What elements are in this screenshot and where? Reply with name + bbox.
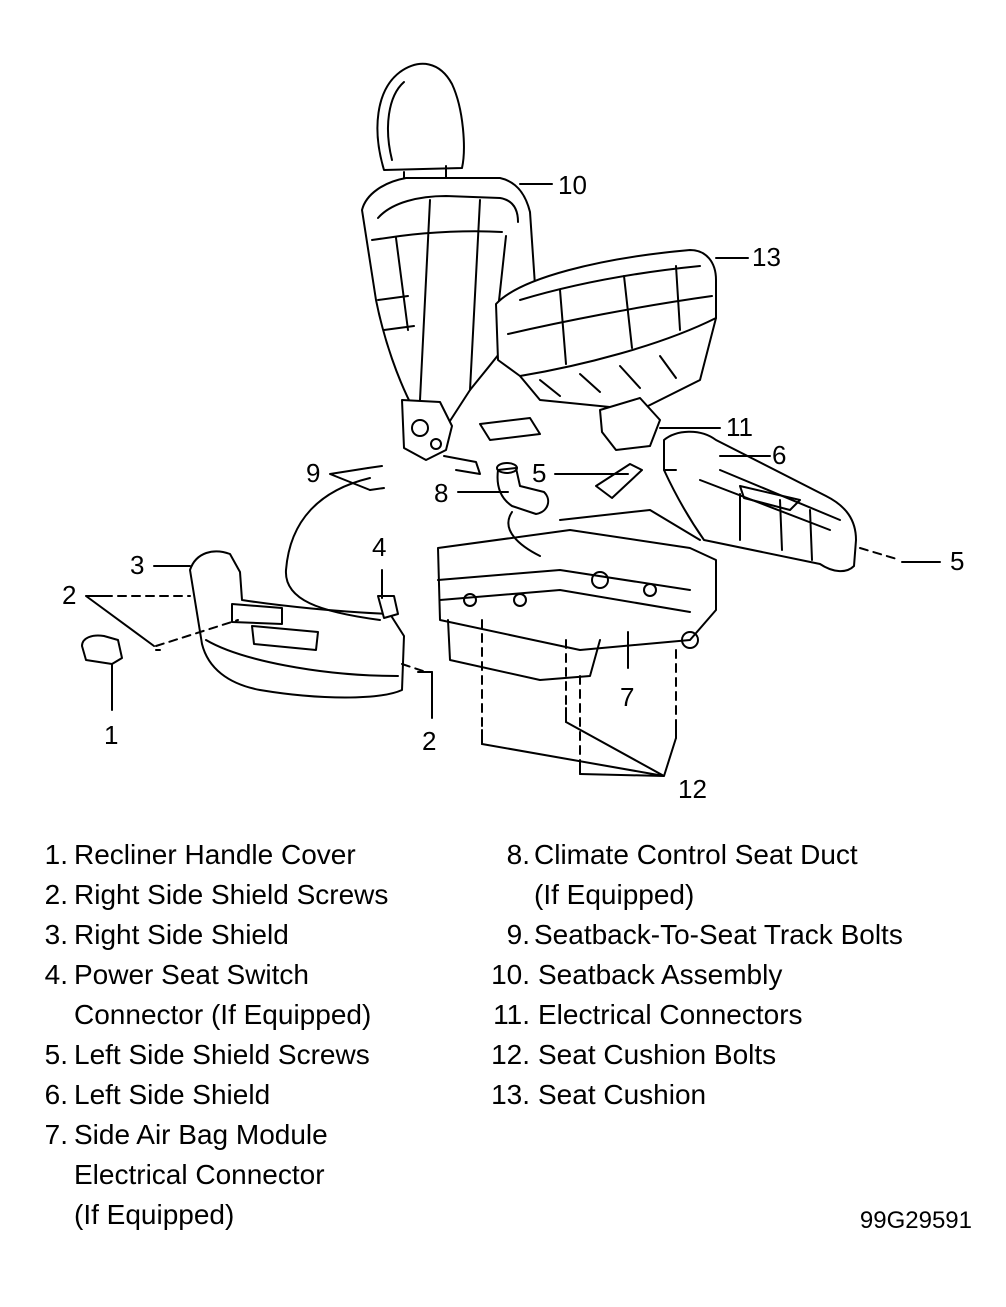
legend-text: Left Side Shield: [74, 1079, 271, 1110]
power-seat-switch-connector: [377, 595, 399, 619]
right-side-shield: [189, 550, 405, 699]
legend-text: Left Side Shield Screws: [74, 1039, 370, 1070]
seat-track-frame: [437, 463, 717, 681]
legend-number: 5.: [44, 1039, 68, 1070]
seat-exploded-diagram: 10 13 11 6 5 8 9 3 4 2 5 7 1 2 12: [62, 63, 964, 804]
callout-4: 4: [372, 532, 386, 562]
callout-3: 3: [130, 550, 144, 580]
legend-text-cont: (If Equipped): [74, 1199, 235, 1230]
callout-1: 1: [104, 720, 118, 750]
legend-text: Electrical Connectors: [538, 999, 803, 1030]
legend-number: 1.: [44, 839, 68, 870]
leader-lines: [85, 183, 941, 777]
callout-5-right: 5: [950, 546, 964, 576]
electrical-connectors: [479, 397, 661, 451]
climate-duct: [496, 462, 550, 515]
legend-text: Power Seat Switch: [74, 959, 309, 990]
legend-text: Right Side Shield Screws: [74, 879, 389, 910]
legend-number: 4.: [44, 959, 68, 990]
callout-8: 8: [434, 478, 448, 508]
legend-text-cont: (If Equipped): [534, 879, 695, 910]
legend-text-cont: Electrical Connector: [74, 1159, 325, 1190]
left-side-shield: [663, 430, 857, 572]
legend-number: 11.: [493, 999, 530, 1030]
callout-12: 12: [678, 774, 707, 804]
callout-7: 7: [620, 682, 634, 712]
legend-text-cont: Connector (If Equipped): [74, 999, 372, 1030]
legend-text: Climate Control Seat Duct: [534, 839, 858, 870]
legend-text: Recliner Handle Cover: [74, 839, 356, 870]
recliner-handle-cover: [81, 634, 123, 665]
legend-number: 12.: [491, 1039, 530, 1070]
legend-text: Right Side Shield: [74, 919, 289, 950]
callout-6: 6: [772, 440, 786, 470]
legend-text: Seat Cushion: [538, 1079, 707, 1110]
legend-text: Seatback-To-Seat Track Bolts: [534, 919, 903, 950]
callout-10: 10: [558, 170, 587, 200]
callout-2-right: 2: [422, 726, 436, 756]
callout-11: 11: [726, 412, 753, 442]
legend-number: 13.: [491, 1079, 530, 1110]
legend-number: 10.: [491, 959, 530, 990]
callout-9: 9: [306, 458, 320, 488]
legend-text: Seatback Assembly: [538, 959, 783, 990]
callout-2-left: 2: [62, 580, 76, 610]
legend-text: Seat Cushion Bolts: [538, 1039, 777, 1070]
legend-number: 2.: [44, 879, 68, 910]
legend-number: 3.: [44, 919, 68, 950]
fasteners: [155, 465, 913, 775]
figure-id: 99G29591: [859, 1207, 972, 1234]
callout-13: 13: [752, 242, 781, 272]
legend-number: 6.: [44, 1079, 68, 1110]
legend-number: 7.: [44, 1119, 68, 1150]
headrest: [376, 63, 465, 187]
legend-number: 9.: [506, 919, 530, 950]
seat-cushion: [495, 249, 717, 411]
legend-number: 8.: [506, 839, 530, 870]
legend-text: Side Air Bag Module: [74, 1119, 328, 1150]
recliner-mechanism: [401, 399, 481, 475]
callout-5-upper: 5: [532, 458, 546, 488]
